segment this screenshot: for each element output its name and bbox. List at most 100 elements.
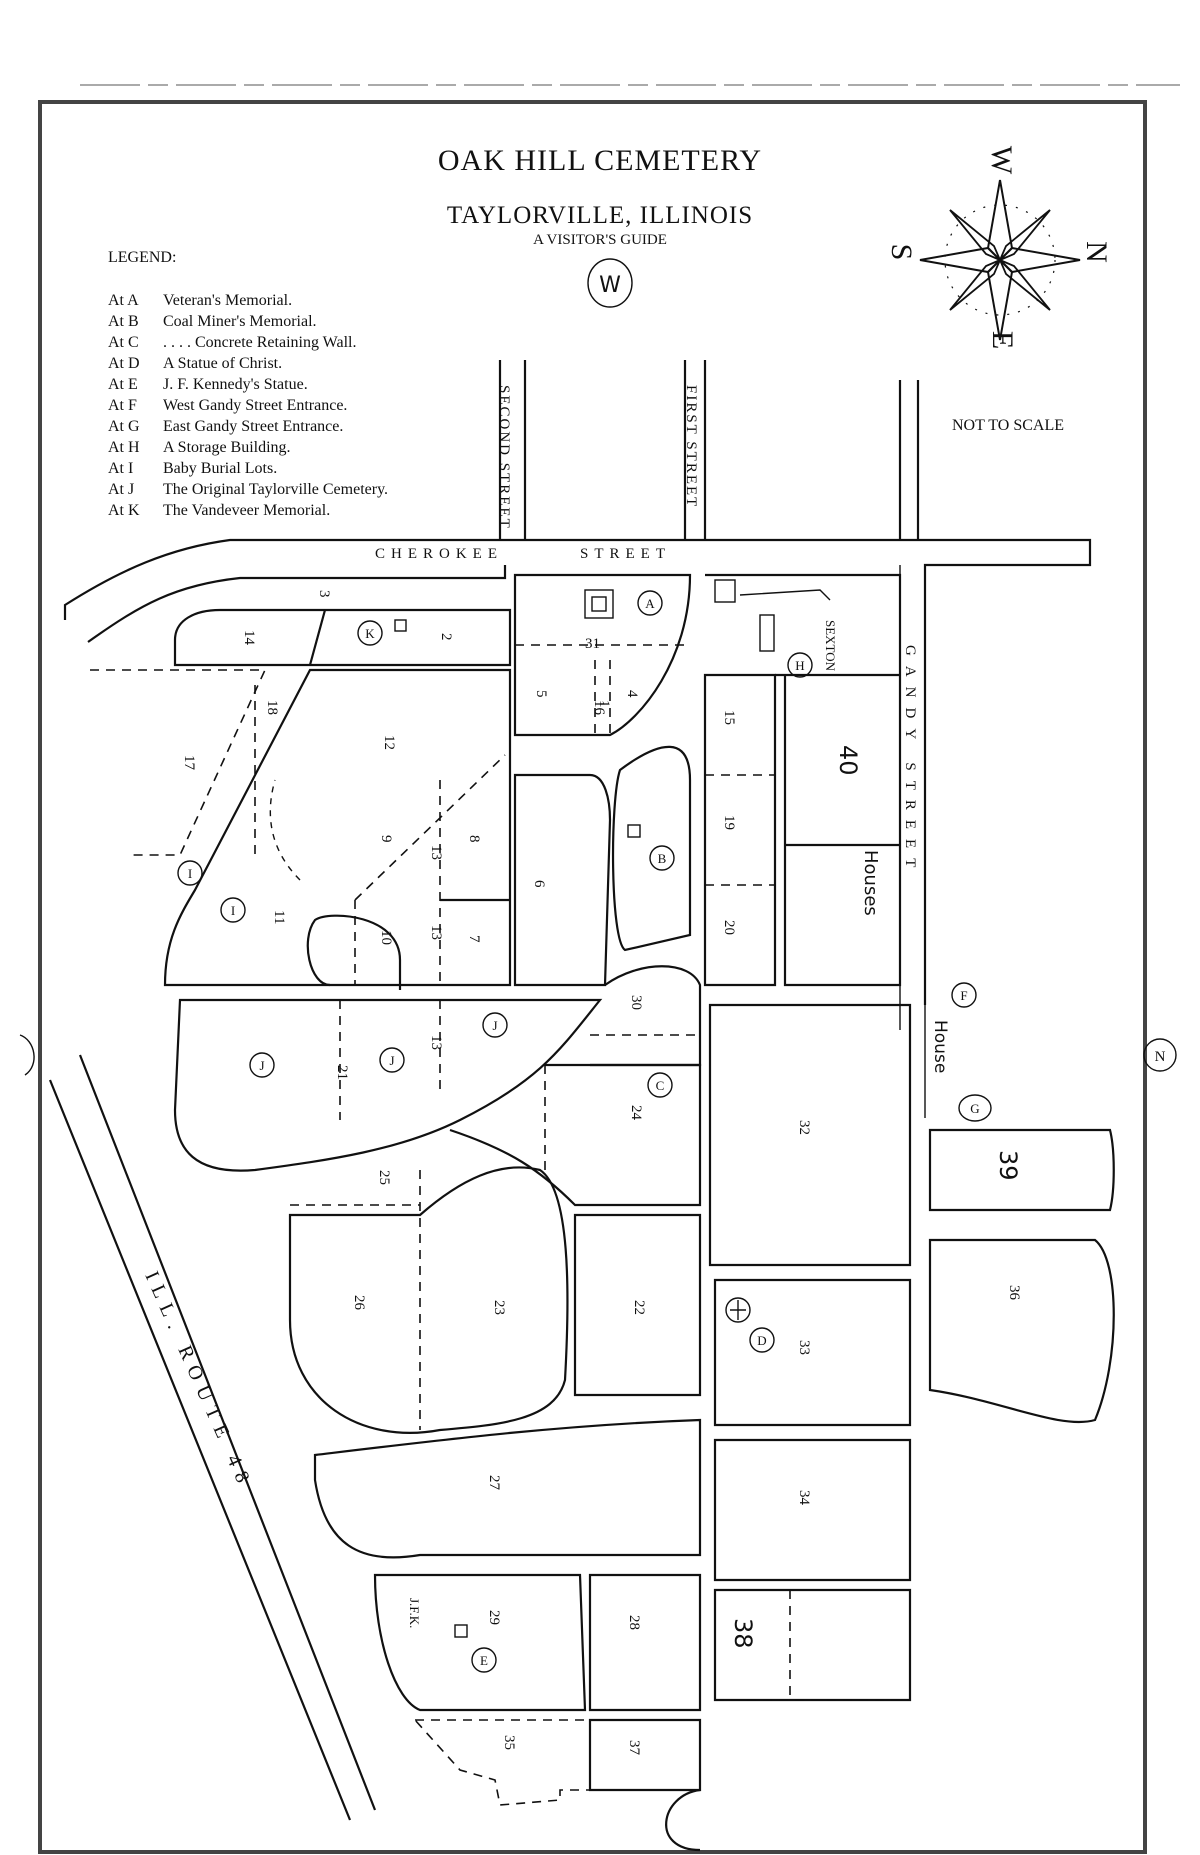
lot-24-label: 24 (628, 1105, 644, 1121)
lot-9-label: 9 (378, 835, 394, 843)
first-street-label: FIRST STREET (683, 385, 699, 508)
lot-26-label: 26 (351, 1295, 367, 1311)
legend: LEGEND: At A Veteran's Memorial. At B Co… (108, 249, 388, 519)
route-48 (48, 1054, 377, 1821)
svg-text:J: J (259, 1058, 264, 1073)
legend-text: Baby Burial Lots. (163, 460, 277, 477)
lot-13-label: 13 (428, 845, 444, 860)
lot-31-label: 31 (585, 636, 600, 652)
lot-27-label: 27 (486, 1475, 502, 1491)
marker-d: D (725, 1297, 775, 1353)
legend-key: At H (108, 439, 140, 456)
sheet-mark-label: W (599, 273, 621, 298)
lot-19-label: 19 (721, 815, 737, 830)
gandy-street-label: GANDY STREET (902, 645, 918, 877)
lot-12-label: 12 (381, 735, 397, 750)
svg-text:C: C (656, 1078, 665, 1093)
lot-6-label: 6 (531, 880, 547, 888)
lot-29-label: 29 (486, 1610, 502, 1625)
legend-key: At A (108, 292, 139, 309)
lot-22-label: 22 (631, 1300, 647, 1315)
svg-text:I: I (231, 903, 235, 918)
lot-40-label: 40 (834, 745, 862, 776)
marker-j: J (482, 1012, 508, 1038)
legend-key: At B (108, 313, 139, 330)
lot-7-label: 7 (466, 935, 482, 943)
sexton-label: SEXTON (823, 620, 838, 672)
legend-text: . . . . Concrete Retaining Wall. (163, 334, 356, 351)
lot-33-label: 33 (796, 1340, 812, 1355)
svg-text:B: B (658, 851, 667, 866)
legend-key: At I (108, 460, 133, 477)
lot-17-label: 17 (181, 755, 197, 771)
route-48-label: ILL. ROUTE 48 (140, 1268, 256, 1493)
lot-18-label: 18 (264, 700, 280, 715)
marker-i: I (177, 860, 203, 886)
svg-text:H: H (795, 658, 804, 673)
right-edge-mark-label: N (1155, 1049, 1166, 1065)
lot-23-label: 23 (491, 1300, 507, 1315)
legend-text: East Gandy Street Entrance. (163, 418, 343, 435)
lot-16-label: 16 (591, 700, 607, 716)
map-title: OAK HILL CEMETERY (438, 144, 762, 177)
svg-text:J: J (492, 1018, 497, 1033)
legend-text: Veteran's Memorial. (163, 292, 292, 309)
svg-text:J: J (389, 1053, 394, 1068)
map-subtitle: TAYLORVILLE, ILLINOIS (447, 202, 753, 229)
compass-rose-icon: W N S E (885, 146, 1113, 349)
second-street (498, 360, 527, 540)
third-street (898, 380, 920, 540)
second-street-label: SECOND STREET (496, 385, 512, 530)
svg-text:F: F (960, 988, 967, 1003)
marker-h: H (759, 614, 813, 678)
marker-e: E (454, 1624, 497, 1673)
compass-w-label: W (985, 146, 1018, 175)
lot-8-label: 8 (466, 835, 482, 843)
lot-10-label: 10 (378, 930, 394, 945)
houses-label: Houses (860, 850, 881, 916)
scale-note: NOT TO SCALE (952, 417, 1064, 434)
marker-b: B (627, 824, 675, 871)
lot-36-label: 36 (1006, 1285, 1022, 1301)
marker-k: K (357, 619, 407, 646)
lot-39-label: 39 (994, 1150, 1022, 1181)
compass-e-label: E (986, 331, 1019, 349)
sexton-building (714, 579, 736, 603)
legend-key: At C (108, 334, 139, 351)
svg-text:D: D (757, 1333, 766, 1348)
lot-13-label: 13 (428, 925, 444, 940)
lot-21-label: 21 (334, 1065, 350, 1080)
legend-key: At D (108, 355, 140, 372)
legend-key: At F (108, 397, 137, 414)
lot-34-label: 34 (796, 1490, 812, 1506)
lot-3-label: 3 (316, 590, 332, 598)
lot-5-label: 5 (533, 690, 549, 698)
legend-text: J. F. Kennedy's Statue. (163, 376, 308, 393)
sexton-pointer (739, 589, 831, 601)
svg-text:G: G (970, 1101, 979, 1116)
marker-i: I (220, 897, 246, 923)
right-edge-mark: N (1143, 1038, 1177, 1072)
lot-blocks (90, 573, 1115, 1852)
markers: A B C D E F G (177, 589, 992, 1673)
jfk-label: J.F.K. (407, 1598, 422, 1628)
lot-35-label: 35 (501, 1735, 517, 1750)
legend-key: At K (108, 502, 140, 519)
legend-text: The Original Taylorville Cemetery. (163, 481, 388, 498)
guide-label: A VISITOR'S GUIDE (533, 232, 667, 248)
marker-j: J (249, 1052, 275, 1078)
legend-key: At J (108, 481, 134, 498)
svg-text:K: K (365, 626, 375, 641)
lot-38-label: 38 (729, 1618, 757, 1649)
compass-s-label: S (885, 244, 918, 261)
lot-2-label: 2 (438, 633, 454, 641)
legend-text: A Storage Building. (163, 439, 291, 456)
streets (48, 360, 1092, 1821)
svg-text:I: I (188, 866, 192, 881)
lot-30-label: 30 (628, 995, 644, 1010)
lot-13-label: 13 (428, 1035, 444, 1050)
lot-20-label: 20 (721, 920, 737, 935)
sheet-mark: W (587, 258, 633, 308)
legend-text: Coal Miner's Memorial. (163, 313, 317, 330)
